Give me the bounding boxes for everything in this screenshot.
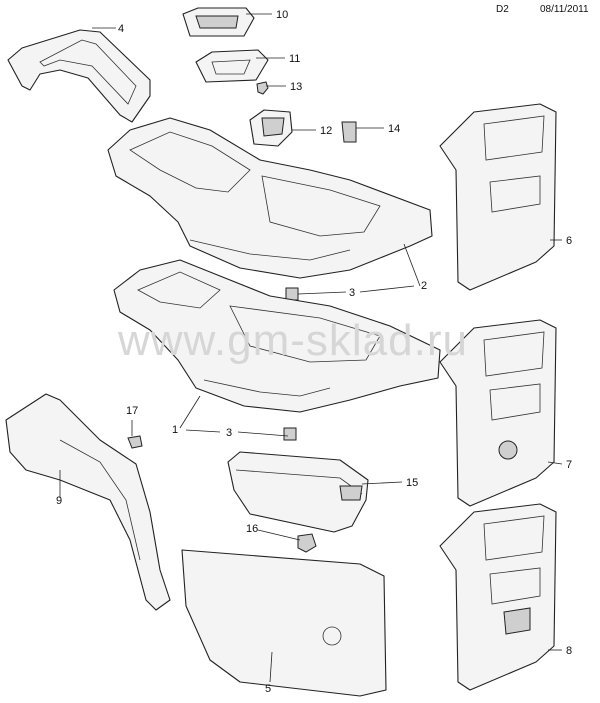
part-13-clip <box>256 81 269 95</box>
part-8-rear-panel <box>439 503 557 691</box>
callout-4: 4 <box>118 23 124 35</box>
part-10-tray <box>182 7 255 37</box>
callout-12-alt: 13 <box>290 81 302 93</box>
part-9-side-panel <box>5 393 171 611</box>
part-16-clip <box>297 533 317 553</box>
callout-7: 7 <box>566 459 572 471</box>
callout-8: 8 <box>566 645 572 657</box>
callout-12: 12 <box>320 125 332 137</box>
callout-5: 5 <box>265 683 271 695</box>
callout-labels: 1 2 3 3 4 5 6 7 8 9 10 11 13 12 14 15 16… <box>56 9 572 695</box>
callout-15: 15 <box>406 477 418 489</box>
diagram-date: 08/11/2011 <box>540 4 589 15</box>
part-12-switch <box>249 109 293 147</box>
part-7-rear-panel <box>439 319 557 507</box>
part-3-clip-lower <box>283 427 297 441</box>
callout-16: 16 <box>246 523 258 535</box>
part-17-clip <box>127 435 143 449</box>
callout-17: 17 <box>126 405 138 417</box>
callout-3-upper: 3 <box>349 287 355 299</box>
part-11-tray <box>195 49 269 83</box>
callout-2: 2 <box>421 280 427 292</box>
part-3-clip-upper <box>285 287 299 301</box>
callout-14: 14 <box>388 123 400 135</box>
part-6-rear-panel <box>439 103 557 291</box>
part-2-console-upper <box>107 117 433 279</box>
watermark: www.gm-sklad.ru <box>118 316 468 365</box>
callout-9: 9 <box>56 495 62 507</box>
callout-6: 6 <box>566 235 572 247</box>
part-4-bezel <box>7 29 151 123</box>
callout-11: 11 <box>289 53 300 65</box>
part-1-console-lower <box>113 259 441 413</box>
part-15-storage-bin <box>227 451 369 533</box>
callout-10: 10 <box>276 9 288 21</box>
callout-3-lower: 3 <box>226 427 232 439</box>
leader-lines <box>59 13 563 683</box>
diagram-code: D2 <box>496 4 509 15</box>
callout-1: 1 <box>172 424 178 436</box>
part-5-front-cover <box>181 549 387 697</box>
part-14-connector <box>341 121 357 143</box>
